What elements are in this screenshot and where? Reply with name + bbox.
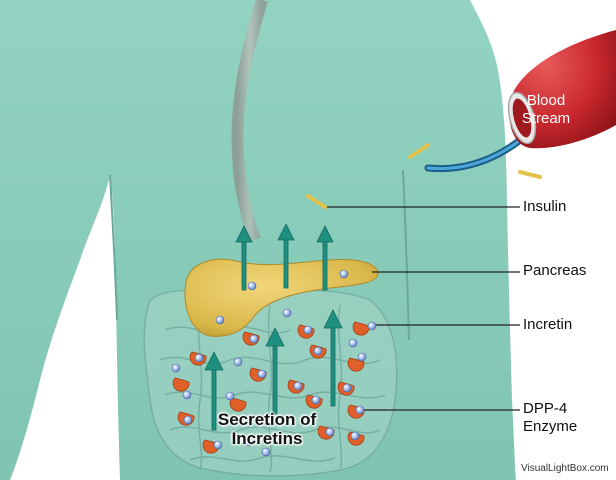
dpp4-label-line1: DPP-4 [523, 400, 568, 417]
leader-lines [325, 206, 520, 411]
blood-stream-label-line1: Blood [526, 92, 566, 109]
credit-text: VisualLightBox.com [521, 463, 609, 474]
pancreas-label: Pancreas [523, 262, 587, 279]
secretion-arrows [204, 223, 343, 431]
left-armpit-crease [109, 174, 118, 321]
esophagus [231, 0, 268, 243]
blood-stream-label-line2: Stream [521, 110, 571, 127]
arrow-5 [265, 327, 285, 415]
arrow-2 [277, 223, 295, 289]
blood-stream-label: Blood Stream [511, 92, 581, 128]
insulin-particles [306, 143, 542, 209]
secretion-label: Secretion of Incretins [207, 410, 327, 448]
arrow-3 [316, 225, 334, 291]
dpp4-label: DPP-4 Enzyme [523, 400, 577, 436]
insulin-label: Insulin [523, 198, 567, 215]
incretin-label: Incretin [523, 316, 573, 333]
incretin-dots [171, 269, 377, 457]
dpp4-label-line2: Enzyme [523, 418, 578, 435]
secretion-label-line2: Incretins [231, 429, 303, 448]
arrow-6 [323, 309, 343, 407]
blood-vessel [424, 30, 616, 173]
right-armpit-crease [402, 169, 410, 341]
arrow-1 [235, 225, 253, 291]
secretion-label-line1: Secretion of [217, 410, 317, 429]
arrow-4 [204, 351, 224, 431]
